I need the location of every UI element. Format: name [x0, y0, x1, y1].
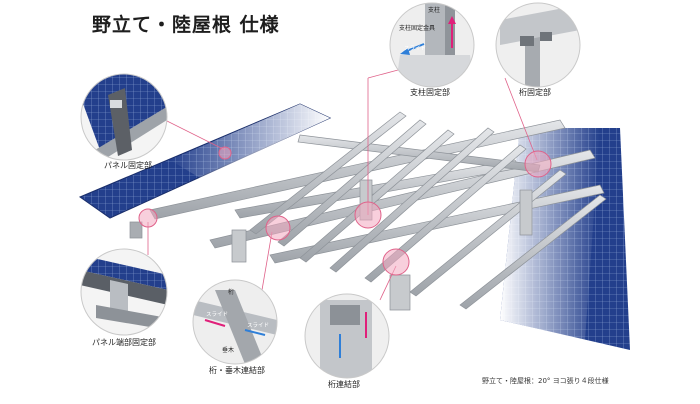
- right-panel-array: [500, 128, 630, 350]
- inset-column-fix: 支柱 支柱固定金具 スライド: [389, 2, 475, 88]
- callout-markers: [138, 146, 552, 276]
- label-girder-joint: 桁連結部: [328, 380, 360, 389]
- label-girder-fix: 桁固定部: [519, 88, 551, 97]
- inset-panel-edge-fix: [80, 248, 168, 336]
- column-bracket-text: 支柱固定金具: [399, 24, 435, 32]
- inset-girder-rafter-joint: 桁 垂木 スライド スライド: [192, 279, 278, 365]
- girder-text: 桁: [228, 288, 234, 296]
- label-girder-rafter-joint: 桁・垂木連結部: [209, 366, 265, 375]
- slide-text-joint-a: スライド: [206, 311, 228, 318]
- footer-spec: 野立て・陸屋根：20° ヨコ張り４段仕様: [482, 377, 609, 385]
- marker-panel-fix: [218, 146, 232, 160]
- label-panel-edge-fix: パネル端部固定部: [92, 338, 156, 347]
- marker-girder-fix: [524, 150, 552, 178]
- column-text: 支柱: [428, 6, 440, 14]
- page-title: 野立て・陸屋根 仕様: [92, 14, 280, 36]
- marker-column-fix: [354, 201, 382, 229]
- marker-panel-edge-fix: [138, 208, 158, 228]
- label-panel-fix: パネル固定部: [104, 161, 152, 170]
- inset-girder-fix: [495, 2, 581, 88]
- marker-girder-joint: [382, 248, 410, 276]
- marker-girder-rafter-joint: [265, 215, 291, 241]
- slide-text-joint-b: スライド: [247, 322, 269, 329]
- inset-girder-joint: [304, 293, 390, 379]
- rafter-text: 垂木: [222, 346, 234, 354]
- label-column-fix: 支柱固定部: [410, 88, 450, 97]
- inset-panel-fix: [80, 73, 168, 161]
- left-panel-array: [78, 103, 332, 219]
- steel-frame: [129, 111, 607, 311]
- slide-text-column: スライド: [404, 45, 426, 52]
